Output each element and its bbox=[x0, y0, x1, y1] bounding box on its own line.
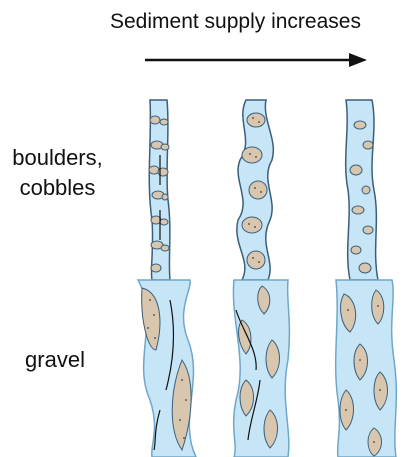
row-label-line1: gravel bbox=[10, 345, 100, 375]
channel-gravel-low-supply bbox=[130, 280, 205, 457]
sediment-supply-header: Sediment supply increases bbox=[110, 10, 410, 34]
increase-arrow bbox=[145, 52, 367, 68]
channel-boulders-mid-supply bbox=[232, 100, 278, 280]
row-label-line1: boulders, bbox=[0, 143, 115, 173]
channel-gravel-high-supply bbox=[330, 280, 402, 457]
channel-boulders-low-supply bbox=[140, 100, 180, 280]
row-label-line2: cobbles bbox=[0, 173, 115, 203]
row-label-gravel: gravel bbox=[10, 345, 100, 375]
channel-boulders-high-supply bbox=[338, 100, 384, 280]
row-label-boulders-cobbles: boulders, cobbles bbox=[0, 143, 115, 203]
channel-gravel-mid-supply bbox=[228, 280, 294, 457]
